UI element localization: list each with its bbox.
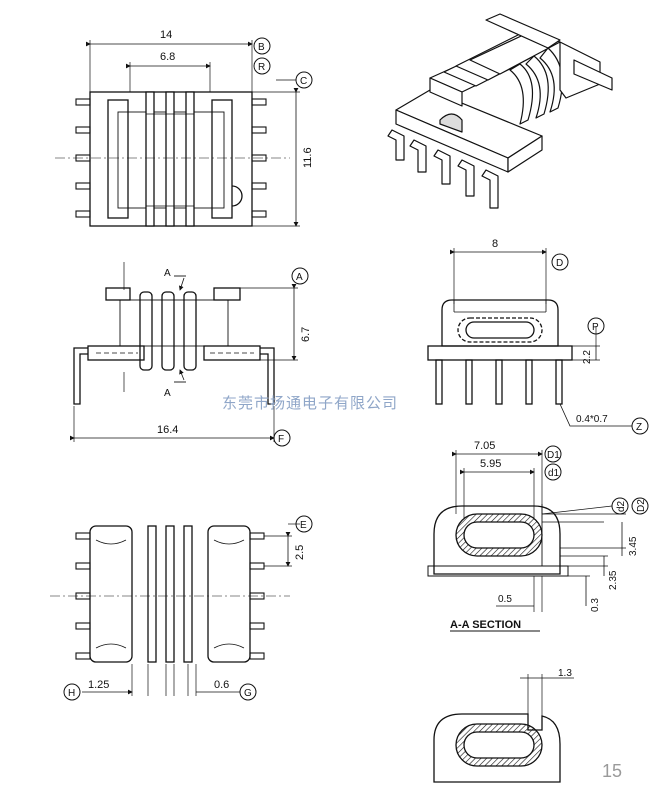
ref-d2-upper: D2: [631, 497, 649, 515]
svg-text:P: P: [592, 322, 599, 333]
ref-r: R: [253, 57, 271, 75]
dim-6-8: 6.8: [160, 51, 175, 63]
dim-1-25: 1.25: [88, 679, 109, 691]
ref-b: B: [253, 37, 271, 55]
dim-0-5: 0.5: [498, 594, 512, 605]
page-number: 15: [602, 761, 622, 781]
dim-7-05: 7.05: [474, 440, 495, 452]
ref-z: Z: [631, 417, 649, 435]
svg-text:R: R: [258, 62, 265, 73]
ref-d2-lower: d2: [611, 497, 629, 515]
svg-text:D1: D1: [547, 450, 560, 461]
svg-text:B: B: [258, 42, 265, 53]
svg-text:d1: d1: [548, 468, 560, 479]
dim-6-7: 6.7: [300, 327, 312, 342]
svg-text:A: A: [296, 272, 303, 283]
ref-a: A: [291, 267, 309, 285]
ref-g: G: [239, 683, 257, 701]
svg-text:F: F: [278, 434, 284, 445]
dim-5-95: 5.95: [480, 458, 501, 470]
ref-d1-lower: d1: [544, 463, 562, 481]
ref-e: E: [295, 515, 313, 533]
dim-0-6: 0.6: [214, 679, 229, 691]
svg-text:d2: d2: [616, 500, 627, 512]
ref-f: F: [273, 429, 291, 447]
section-view: [427, 450, 626, 612]
ref-d1-upper: D1: [544, 445, 562, 463]
section-mark-top: A: [164, 268, 171, 279]
dim-1-3: 1.3: [558, 668, 572, 679]
dim-3-45: 3.45: [628, 536, 639, 556]
svg-text:H: H: [68, 688, 75, 699]
svg-text:C: C: [300, 76, 307, 87]
section-mark-bottom: A: [164, 388, 171, 399]
dim-14: 14: [160, 29, 172, 41]
dim-16-4: 16.4: [157, 424, 178, 436]
dim-2-35: 2.35: [608, 570, 619, 590]
dim-0-3: 0.3: [590, 598, 601, 612]
front-view: [70, 262, 298, 442]
ref-h: H: [63, 683, 81, 701]
ref-c: C: [295, 71, 313, 89]
svg-text:D: D: [556, 258, 563, 269]
slot-detail: [433, 674, 574, 783]
side-view: [427, 248, 632, 427]
bottom-view: [50, 523, 300, 696]
watermark-text: 东莞市扬通电子有限公司: [222, 394, 398, 412]
top-view: [55, 40, 300, 227]
svg-text:E: E: [300, 520, 307, 531]
dim-2-5: 2.5: [294, 545, 306, 560]
svg-text:D2: D2: [636, 499, 647, 512]
dim-11-6: 11.6: [302, 147, 314, 168]
svg-text:Z: Z: [636, 422, 642, 433]
section-title: A-A SECTION: [450, 619, 521, 631]
dim-2-2: 2.2: [582, 350, 593, 364]
svg-text:G: G: [244, 688, 252, 699]
isometric-view: [387, 13, 613, 209]
ref-d: D: [551, 253, 569, 271]
dim-8: 8: [492, 238, 498, 250]
dim-pin-size: 0.4*0.7: [576, 414, 608, 425]
ref-p: P: [587, 317, 605, 335]
